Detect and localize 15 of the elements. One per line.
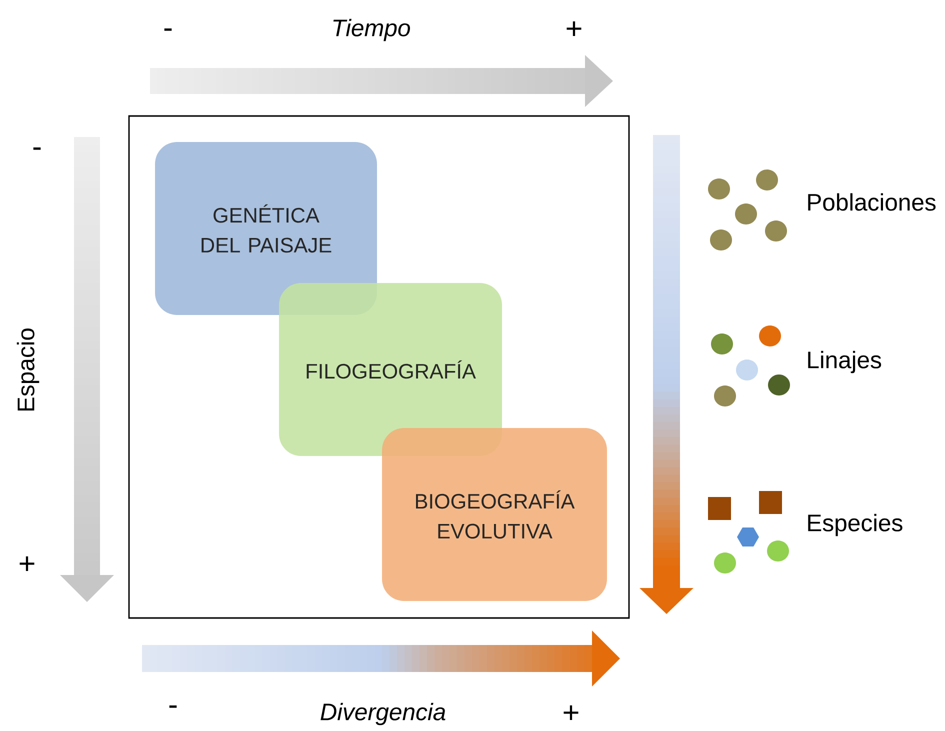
axis-label: Espacio	[16, 328, 40, 411]
rounded-box: FILOGEOGRAFÍA	[279, 283, 502, 456]
rounded-box: BIOGEOGRAFÍA EVOLUTIVA	[382, 428, 607, 601]
sign-label: +	[566, 21, 582, 36]
category-label: Especies	[808, 514, 902, 536]
sign-label: +	[564, 705, 578, 720]
sign-label: +	[20, 556, 34, 571]
rounded-box: GENÉTICA DEL PAISAJE	[155, 142, 377, 315]
category-label: Poblaciones	[808, 193, 936, 211]
sign-label: -	[164, 28, 172, 31]
sign-label: -	[169, 705, 177, 708]
axis-label: Tiempo	[333, 18, 410, 42]
axis-label: Divergencia	[320, 702, 446, 726]
category-label: Linajes	[808, 350, 882, 374]
sign-label: -	[33, 147, 41, 150]
